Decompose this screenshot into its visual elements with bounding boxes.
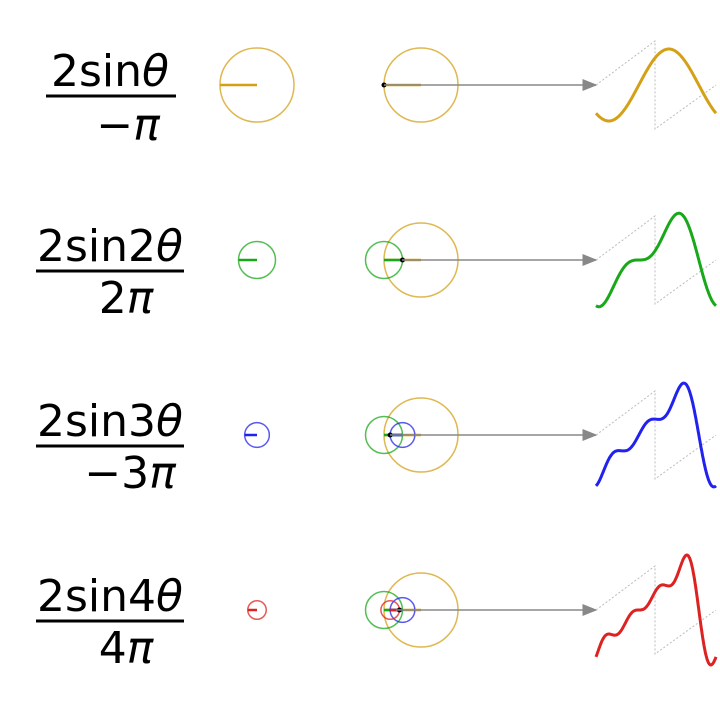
partial-sum-curve	[594, 47, 718, 123]
formula-numerator: 2sin3θ	[37, 396, 183, 447]
sawtooth-reference	[595, 215, 717, 305]
partial-sum-waveform	[594, 40, 718, 130]
formula-numerator: 2sinθ	[51, 46, 169, 97]
partial-sum-waveform	[594, 553, 718, 667]
sawtooth-reference	[595, 390, 717, 480]
coefficient-formula: 2sin4θ 4π	[36, 571, 184, 674]
single-epicycle	[219, 47, 295, 123]
formula-denominator: −3π	[84, 448, 177, 499]
formula-numerator: 2sin4θ	[37, 571, 183, 622]
partial-sum-waveform	[594, 381, 717, 489]
partial-sum-curve	[594, 553, 718, 667]
single-epicycle	[247, 600, 267, 620]
row-harmonic-1: 2sinθ −π	[46, 40, 718, 151]
partial-sum-curve	[594, 381, 717, 489]
formula-denominator: 4π	[99, 623, 155, 674]
row-harmonic-3: 2sin3θ −3π	[36, 381, 717, 499]
formula-numerator: 2sin2θ	[37, 221, 183, 272]
single-epicycle	[243, 421, 271, 449]
sawtooth-reference	[595, 565, 717, 655]
coefficient-formula: 2sinθ −π	[46, 46, 176, 151]
row-harmonic-4: 2sin4θ 4π	[36, 553, 718, 674]
single-epicycle	[237, 240, 277, 280]
row-harmonic-2: 2sin2θ 2π	[36, 211, 717, 324]
sawtooth-reference	[595, 40, 717, 130]
coefficient-formula: 2sin3θ −3π	[36, 396, 184, 499]
partial-sum-waveform	[595, 211, 717, 309]
formula-denominator: −π	[96, 100, 161, 151]
coefficient-formula: 2sin2θ 2π	[36, 221, 184, 324]
partial-sum-curve	[595, 211, 717, 309]
formula-denominator: 2π	[99, 273, 155, 324]
